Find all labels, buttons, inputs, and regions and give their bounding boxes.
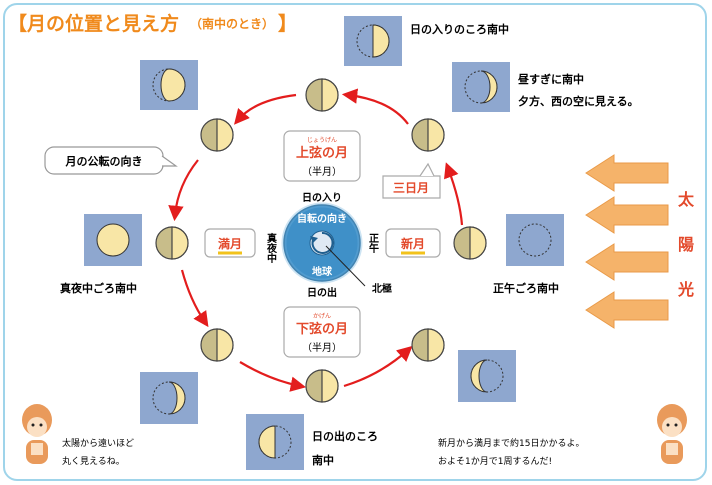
north-pole-label: 北極 <box>372 282 392 295</box>
revolution-label: 月の公転の向き <box>65 154 143 168</box>
box-full-moon: 満月 <box>204 228 256 258</box>
afternoon-meridian-label: 昼すぎに南中 <box>517 72 584 86</box>
sunlight-char-2: 陽 <box>678 235 694 254</box>
character-left-icon <box>22 404 52 464</box>
sun-arrow-1-icon <box>585 154 669 192</box>
sunrise-meridian-label-2: 南中 <box>312 453 334 467</box>
orbit-moon-lower-left <box>200 328 234 362</box>
view-sunrise-meridian <box>246 414 304 470</box>
view-afternoon-meridian <box>452 62 510 112</box>
view-gibbous-lower-left <box>140 372 198 424</box>
box-new-moon: 新月 <box>385 228 441 258</box>
last-quarter-ruby: かげん <box>313 312 331 320</box>
title-close: 】 <box>278 12 297 35</box>
box-last-quarter: かげん 下弦の月 （半月） <box>283 306 361 358</box>
view-new-moon <box>506 214 564 266</box>
orbit-moon-right <box>453 226 487 260</box>
orbit-arrow-w <box>168 159 199 222</box>
sun-arrow-3-icon <box>585 243 669 281</box>
orbit-moon-bottom <box>305 369 339 403</box>
character-right-icon <box>657 404 687 464</box>
orbit-moon-top <box>305 78 339 112</box>
right-note-2: およそ1か月で1周するんだ! <box>438 456 552 467</box>
sunlight-char-1: 太 <box>677 190 695 209</box>
sunlight-char-3: 光 <box>677 280 694 299</box>
new-moon-label: 新月 <box>401 236 425 251</box>
sunlight-arrows <box>585 154 669 329</box>
earth-label: 地球 <box>312 265 333 278</box>
title-text: 【月の位置と見え方 <box>8 12 179 35</box>
left-note-1: 太陽から遠いほど <box>62 437 134 449</box>
sun-arrow-4-icon <box>585 291 669 329</box>
view-crescent-lower-right <box>458 350 516 402</box>
full-moon-label: 満月 <box>218 236 242 251</box>
box-crescent: 三日月 <box>382 162 441 199</box>
last-quarter-half: （半月） <box>302 341 342 354</box>
orbit-arrows <box>168 88 464 392</box>
midnight-label: 真夜中 <box>265 232 278 264</box>
orbit-arrow-e <box>444 162 464 226</box>
sunset-meridian-label: 日の入りのころ南中 <box>410 22 509 36</box>
box-first-quarter: じょうげん 上弦の月 （半月） <box>283 130 361 182</box>
rotation-arrow-icon <box>311 231 334 254</box>
orbit-moon-upper-left <box>200 118 234 152</box>
orbit-arrow-s <box>239 361 307 392</box>
right-note-1: 新月から満月まで約15日かかるよ。 <box>438 437 584 449</box>
earth-sunrise-label: 日の出 <box>307 286 337 299</box>
view-waning-gibbous <box>140 60 198 110</box>
orbit-arrow-se <box>343 345 413 388</box>
title-sub: （南中のとき） <box>190 16 274 31</box>
noon-meridian-label: 正午ごろ南中 <box>493 281 559 295</box>
orbit-arrow-ne <box>341 88 409 125</box>
earth-rotation-label: 自転の向き <box>297 212 347 225</box>
first-quarter-half: （半月） <box>302 165 342 178</box>
orbit-moon-lower-right <box>411 328 445 362</box>
sun-arrow-2-icon <box>585 196 669 234</box>
first-quarter-ruby: じょうげん <box>307 136 337 144</box>
orbit-arrow-nw <box>234 93 297 125</box>
revolution-callout: 月の公転の向き <box>44 146 178 175</box>
left-note-2: 丸く見えるね。 <box>62 455 125 467</box>
frame-border <box>3 3 707 481</box>
evening-west-label: 夕方、西の空に見える。 <box>518 94 639 108</box>
earth-globe <box>281 202 366 287</box>
view-full-moon <box>84 214 142 266</box>
crescent-label: 三日月 <box>393 181 429 195</box>
orbit-moon-upper-right <box>411 118 445 152</box>
first-quarter-label: 上弦の月 <box>296 145 348 161</box>
midnight-meridian-label: 真夜中ごろ南中 <box>60 281 137 295</box>
noon-label: 正午 <box>367 233 379 254</box>
sunrise-meridian-label-1: 日の出のころ <box>312 429 378 443</box>
last-quarter-label: 下弦の月 <box>296 321 348 337</box>
earth-sunset-label: 日の入り <box>302 192 342 204</box>
orbit-moon-left <box>155 226 189 260</box>
orbit-arrow-sw <box>180 269 209 328</box>
view-sunset-meridian <box>344 16 402 66</box>
